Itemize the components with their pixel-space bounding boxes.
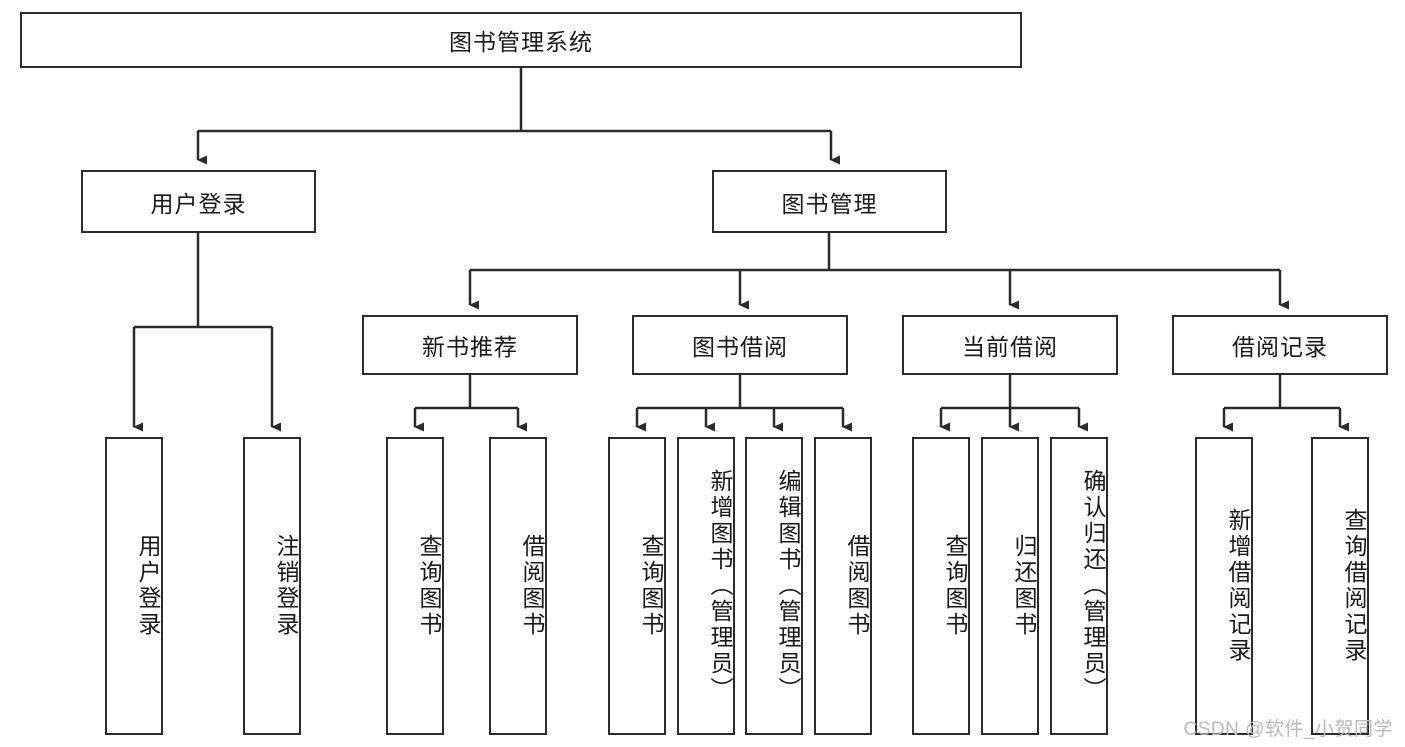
leaf-borrow-record-add[interactable]: 新增借阅记录	[1195, 437, 1253, 735]
leaf-new-book-borrow[interactable]: 借阅图书	[489, 437, 547, 735]
node-label: 新增借阅记录	[1225, 508, 1251, 664]
leaf-book-borrow-edit[interactable]: 编辑图书（管理员）	[745, 437, 803, 735]
node-label: 新增图书（管理员）	[707, 469, 733, 703]
node-label: 归还图书	[1011, 534, 1037, 638]
node-label: 查询图书	[638, 534, 664, 638]
leaf-current-borrow-confirm-return[interactable]: 确认归还（管理员）	[1050, 437, 1108, 735]
node-label: 当前借阅	[962, 334, 1058, 360]
node-label: 借阅记录	[1232, 334, 1328, 360]
leaf-book-borrow-query[interactable]: 查询图书	[608, 437, 666, 735]
leaf-user-login-login[interactable]: 用户登录	[105, 437, 163, 735]
node-label: 确认归还（管理员）	[1080, 469, 1106, 703]
node-root-book-management-system[interactable]: 图书管理系统	[20, 12, 1022, 68]
node-user-login[interactable]: 用户登录	[81, 170, 316, 233]
node-book-borrow[interactable]: 图书借阅	[632, 315, 848, 375]
node-label: 用户登录	[150, 190, 247, 217]
node-label: 查询借阅记录	[1341, 508, 1367, 664]
node-label: 借阅图书	[844, 534, 870, 638]
node-borrow-record[interactable]: 借阅记录	[1172, 315, 1388, 375]
node-label: 图书管理	[781, 190, 878, 217]
leaf-book-borrow-add[interactable]: 新增图书（管理员）	[677, 437, 735, 735]
leaf-current-borrow-return[interactable]: 归还图书	[981, 437, 1039, 735]
node-new-book-recommend[interactable]: 新书推荐	[362, 315, 578, 375]
node-label: 图书借阅	[692, 334, 788, 360]
leaf-current-borrow-query[interactable]: 查询图书	[912, 437, 970, 735]
csdn-watermark: CSDN @软件_小贺同学	[1183, 719, 1393, 740]
node-label: 查询图书	[416, 534, 442, 638]
node-label: 注销登录	[273, 534, 299, 638]
node-label: 新书推荐	[422, 334, 518, 360]
node-current-borrow[interactable]: 当前借阅	[902, 315, 1118, 375]
node-label: 用户登录	[135, 534, 161, 638]
node-label: 图书管理系统	[449, 29, 593, 55]
node-label: 借阅图书	[519, 534, 545, 638]
leaf-new-book-query[interactable]: 查询图书	[386, 437, 444, 735]
node-label: 编辑图书（管理员）	[775, 469, 801, 703]
node-label: 查询图书	[942, 534, 968, 638]
node-book-management[interactable]: 图书管理	[712, 170, 947, 233]
leaf-book-borrow-borrow[interactable]: 借阅图书	[814, 437, 872, 735]
leaf-user-login-logout[interactable]: 注销登录	[243, 437, 301, 735]
leaf-borrow-record-query[interactable]: 查询借阅记录	[1311, 437, 1369, 735]
